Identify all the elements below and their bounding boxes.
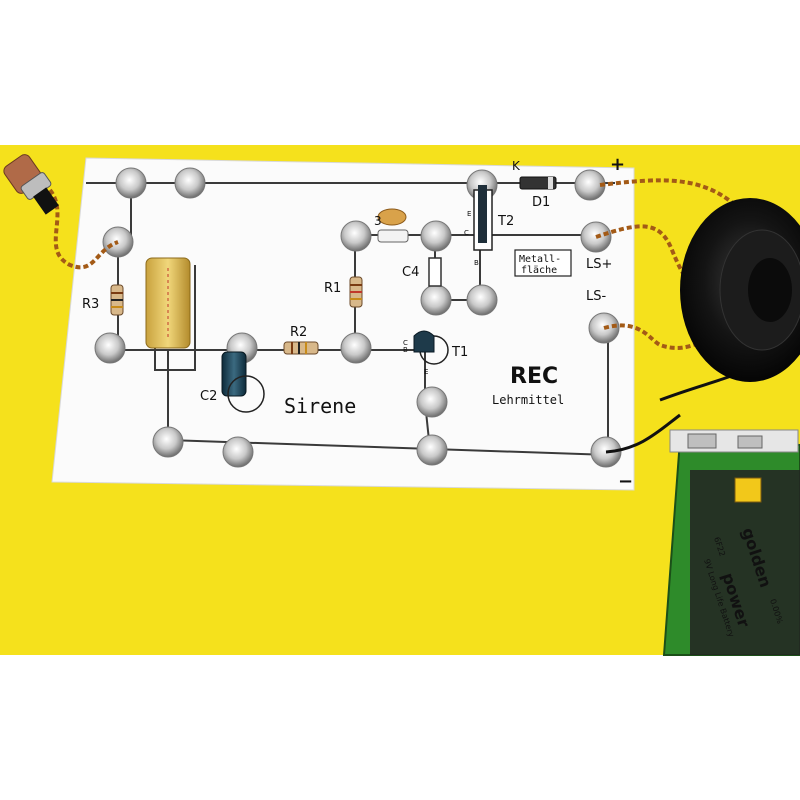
screw-terminal <box>94 332 126 364</box>
t1-pin-b: B <box>403 346 408 354</box>
r2-label: R2 <box>290 325 307 340</box>
screw-terminal <box>466 284 498 316</box>
brand-logo: REC <box>510 364 558 389</box>
speaker <box>680 198 800 382</box>
screw-terminal <box>340 332 372 364</box>
metal-label-1: Metall- <box>519 254 561 265</box>
resistor-r2 <box>283 341 319 355</box>
diode-d1 <box>519 176 557 190</box>
screw-terminal <box>222 436 254 468</box>
resistor-small <box>377 229 409 243</box>
ls-minus-label: LS- <box>586 289 606 304</box>
k-label: K <box>512 159 521 173</box>
battery: golden power 6F22 9V Long Life Battery 0… <box>662 429 800 656</box>
led <box>3 154 59 215</box>
capacitor-c4 <box>428 257 442 287</box>
t2-pin-e: E <box>467 210 471 218</box>
plus-label: + <box>610 154 625 175</box>
c2-label: C2 <box>200 389 217 404</box>
capacitor-foil <box>145 257 191 349</box>
screw-terminal <box>152 426 184 458</box>
c3-label: 3 <box>374 214 382 228</box>
metal-area-box <box>514 249 572 277</box>
screw-terminal <box>416 386 448 418</box>
capacitor-c2 <box>221 351 247 397</box>
minus-label: − <box>618 471 633 492</box>
wire-ls-plus-top <box>599 178 737 207</box>
screw-terminal <box>420 220 452 252</box>
t1-pin-c: C <box>403 339 408 347</box>
screw-terminal <box>420 284 452 316</box>
t2-pin-c: C <box>464 229 469 237</box>
ls-plus-label: LS+ <box>586 257 612 272</box>
t2-label: T2 <box>497 214 514 229</box>
r1-label: R1 <box>324 281 341 296</box>
t2-pin-b: B <box>474 259 479 267</box>
screw-terminal <box>174 167 206 199</box>
wire-led <box>48 188 119 270</box>
d1-label: D1 <box>532 195 550 210</box>
wire-ls-plus <box>595 224 702 297</box>
r3-label: R3 <box>82 297 99 312</box>
transistor-t2 <box>478 185 487 243</box>
screw-terminal <box>340 220 372 252</box>
screw-terminal <box>115 167 147 199</box>
board-title: Sirene <box>284 394 356 418</box>
metal-label-2: fläche <box>521 265 557 276</box>
t1-label: T1 <box>451 345 468 360</box>
components <box>110 176 557 413</box>
transistor-t1 <box>413 330 435 353</box>
wire-battery <box>605 413 681 454</box>
c4-label: C4 <box>402 265 419 280</box>
battery-logo-icon <box>734 477 762 503</box>
capacitor-c3 <box>377 208 407 226</box>
board-labels: + − K D1 T2 E C B Metall- fläche LS+ LS-… <box>82 154 633 492</box>
t1-pin-e: E <box>424 368 428 376</box>
screw-terminal <box>416 434 448 466</box>
brand-sub: Lehrmittel <box>492 393 564 407</box>
